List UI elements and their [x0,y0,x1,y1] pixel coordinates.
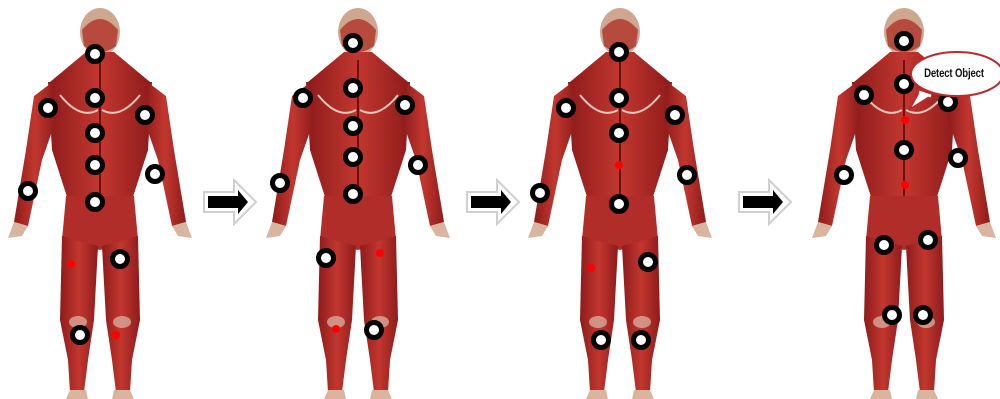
keypoint-chest [346,119,361,134]
keypoint-head [897,34,912,49]
keypoint-right-thigh [113,252,128,267]
keypoint-right-shoulder [668,108,683,123]
keypoint-right-shoulder [138,108,153,123]
keypoint-left-shoulder [296,91,311,106]
keypoint-right-knee [634,333,649,348]
keypoint-left-elbow [21,184,36,199]
keypoint-left-shoulder [41,101,56,116]
human-body-figure-3 [520,0,720,399]
keypoint-right-elbow [411,158,426,173]
keypoint-waist [346,150,361,165]
keypoint-left-knee [885,308,900,323]
keypoint-chest [88,126,103,141]
keypoint-head [612,45,627,60]
detect-object-label: Detect Object [922,66,986,80]
keypoint-neck [346,81,361,96]
human-body-figure-1 [0,0,200,399]
keypoint-right-thigh [641,255,656,270]
keypoint-hip [346,187,361,202]
keypoint-left-shoulder [857,88,872,103]
detected-point-right-knee [112,331,120,339]
detected-point-hip [901,181,909,189]
keypoint-right-elbow [951,151,966,166]
detected-point-left-thigh [67,260,75,268]
keypoint-head [88,47,103,62]
keypoint-right-elbow [680,168,695,183]
keypoint-left-thigh [877,238,892,253]
keypoint-left-elbow [533,186,548,201]
keypoint-right-elbow [148,167,163,182]
keypoint-left-shoulder [559,101,574,116]
keypoint-right-knee [367,323,382,338]
keypoint-right-thigh [921,233,936,248]
right-arrow-icon [735,178,793,226]
keypoint-hip [612,197,627,212]
keypoint-neck [612,91,627,106]
keypoint-right-knee [916,308,931,323]
keypoint-chest [612,126,627,141]
keypoint-left-thigh [319,251,334,266]
keypoint-right-shoulder [398,98,413,113]
speech-bubble-icon [905,48,1000,118]
keypoint-hip [88,195,103,210]
keypoint-head [346,36,361,51]
keypoint-left-elbow [837,168,852,183]
human-body-figure-2 [258,0,458,399]
detected-point-right-thigh [376,249,384,257]
detected-point-left-thigh [587,264,595,272]
keypoint-left-elbow [273,176,288,191]
right-arrow-icon [200,178,258,226]
keypoint-left-knee [594,333,609,348]
keypoint-neck [88,91,103,106]
keypoint-waist [88,158,103,173]
keypoint-left-knee [73,328,88,343]
detected-point-left-knee [332,325,340,333]
keypoint-waist [897,143,912,158]
right-arrow-icon [463,178,521,226]
detected-point-waist [615,161,623,169]
